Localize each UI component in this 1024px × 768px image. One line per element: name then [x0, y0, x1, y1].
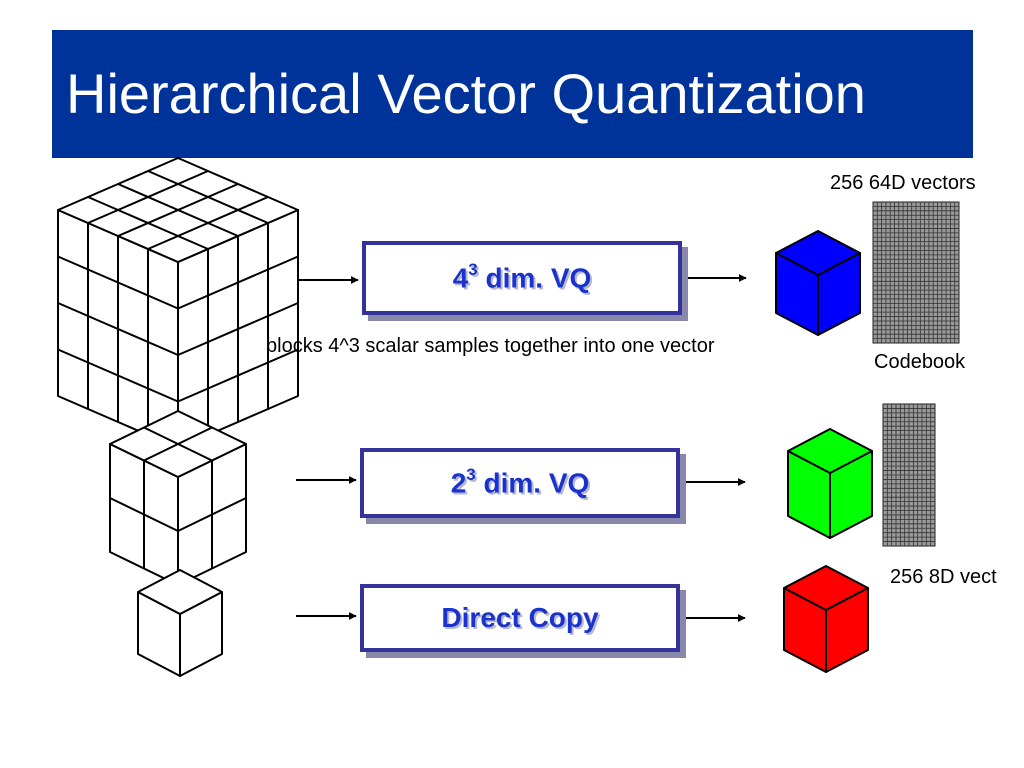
codebook-8d-caption: 256 8D vect	[890, 566, 997, 588]
cube-grid-line	[147, 170, 269, 224]
cube-grid-line	[177, 302, 299, 356]
codebook-8d-grid	[882, 403, 936, 547]
cube-grid-line	[117, 183, 239, 237]
red-vector-cube	[783, 565, 869, 673]
vq-4-label: 43 dim. VQ	[452, 259, 592, 294]
cube-top-face	[775, 230, 861, 276]
cube-grid-line	[109, 497, 179, 532]
codebook-caption: Codebook	[874, 351, 966, 373]
slide-title: Hierarchical Vector Quantization	[66, 62, 866, 125]
cube-top-face	[137, 569, 223, 615]
cube-grid-line	[57, 302, 179, 356]
cube-grid-line	[143, 426, 213, 462]
vq-2-box: 23 dim. VQ	[360, 448, 680, 518]
green-vector-cube	[787, 428, 873, 539]
source-cube-4x4x4	[57, 157, 299, 449]
cube-grid-line	[57, 348, 179, 403]
cube-grid-line	[177, 497, 247, 532]
cube-top-face	[787, 428, 873, 474]
source-cube-1x1x1	[137, 569, 223, 677]
source-cube-2x2x2	[109, 410, 247, 586]
vq-4-box: 43 dim. VQ	[362, 241, 682, 315]
codebook-64d-grid	[872, 201, 960, 344]
direct-copy-label: Direct Copy	[441, 602, 599, 633]
direct-copy-box: Direct Copy	[360, 584, 680, 652]
cube-grid-line	[147, 196, 269, 250]
cube-grid-line	[177, 348, 299, 403]
block-description: blocks 4^3 scalar samples together into …	[266, 335, 715, 357]
cube-top-face	[783, 565, 869, 611]
vq-2-label: 23 dim. VQ	[450, 464, 590, 499]
title-bar: Hierarchical Vector Quantization	[52, 30, 973, 158]
blue-vector-cube	[775, 230, 861, 336]
codebook-64d-caption: 256 64D vectors	[830, 172, 976, 194]
